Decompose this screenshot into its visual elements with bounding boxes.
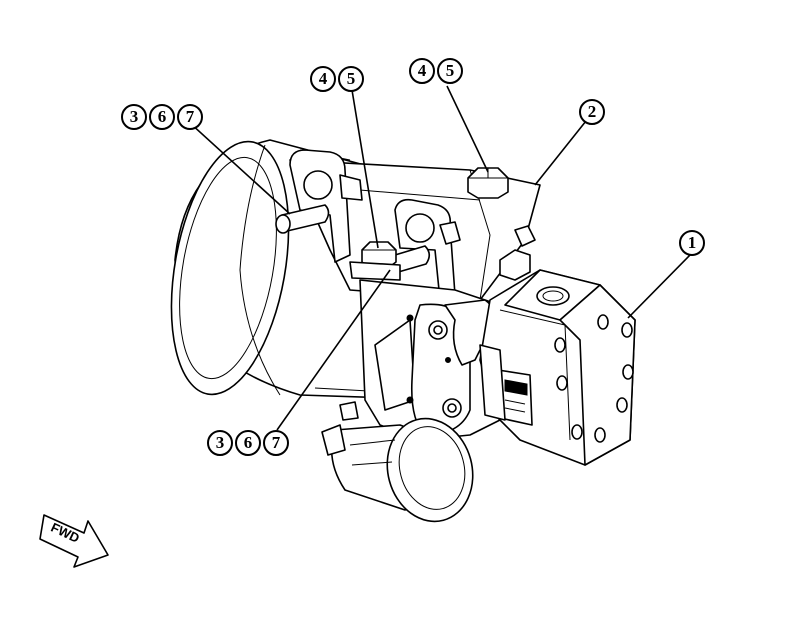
forward-arrow-icon: FWD xyxy=(38,505,110,571)
callout-bubble: 5 xyxy=(338,66,364,92)
bolt-center xyxy=(349,241,401,281)
hydraulic-pump xyxy=(479,269,636,466)
callout-3-6-7-upper: 3 6 7 xyxy=(121,104,203,130)
callout-3-6-7-lower: 3 6 7 xyxy=(207,430,289,456)
callout-1: 1 xyxy=(679,230,705,256)
leader-lines xyxy=(189,85,693,431)
lower-motor xyxy=(321,401,474,523)
callout-bubble: 7 xyxy=(177,104,203,130)
callout-bubble: 4 xyxy=(310,66,336,92)
callout-bubble: 3 xyxy=(207,430,233,456)
callout-bubble: 5 xyxy=(437,58,463,84)
callout-2: 2 xyxy=(579,99,605,125)
callout-4-5-top: 4 5 xyxy=(409,58,463,84)
adapter-housing xyxy=(359,279,501,441)
callout-bubble: 7 xyxy=(263,430,289,456)
bolt-top-right xyxy=(467,167,509,199)
callout-bubble: 4 xyxy=(409,58,435,84)
callout-bubble: 3 xyxy=(121,104,147,130)
callout-bubble: 2 xyxy=(579,99,605,125)
left-lug xyxy=(275,149,363,263)
callout-bubble: 1 xyxy=(679,230,705,256)
callout-bubble: 6 xyxy=(149,104,175,130)
callout-bubble: 6 xyxy=(235,430,261,456)
nut-right xyxy=(439,221,536,281)
callout-4-5-center: 4 5 xyxy=(310,66,364,92)
